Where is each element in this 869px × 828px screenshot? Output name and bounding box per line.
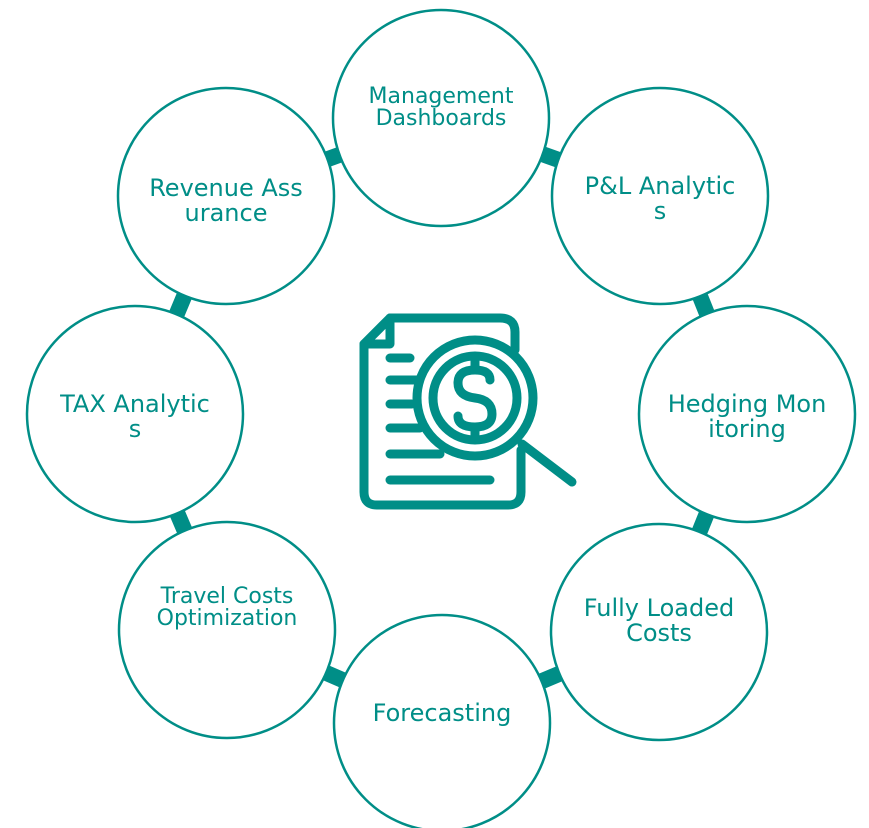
node-circle-hedging-monitoring — [637, 304, 857, 524]
node-label-tax-analytics: TAX Analytics — [60, 390, 210, 443]
node-circle-revenue-assurance — [116, 86, 336, 306]
node-label-travel-costs-optimization: Travel Costs Optimization — [156, 584, 298, 631]
node-label-forecasting: Forecasting — [372, 699, 512, 727]
node-circle-travel-costs-optimization — [117, 520, 337, 740]
node-label-pl-analytics: P&L Analytics — [584, 172, 736, 225]
node-label-management-dashboards: Management Dashboards — [368, 84, 514, 131]
node-circle-tax-analytics — [25, 304, 245, 524]
node-label-hedging-monitoring: Hedging Monitoring — [667, 390, 827, 443]
node-circles — [25, 8, 857, 828]
node-circle-forecasting — [332, 613, 552, 828]
node-circle-management-dashboards — [331, 8, 551, 228]
financial-document-dollar-magnifier-icon — [350, 310, 590, 520]
node-circle-pl-analytics — [550, 86, 770, 306]
node-circle-fully-loaded-costs — [549, 522, 769, 742]
node-label-revenue-assurance: Revenue Assurance — [149, 174, 303, 227]
node-label-fully-loaded-costs: Fully Loaded Costs — [583, 594, 735, 647]
